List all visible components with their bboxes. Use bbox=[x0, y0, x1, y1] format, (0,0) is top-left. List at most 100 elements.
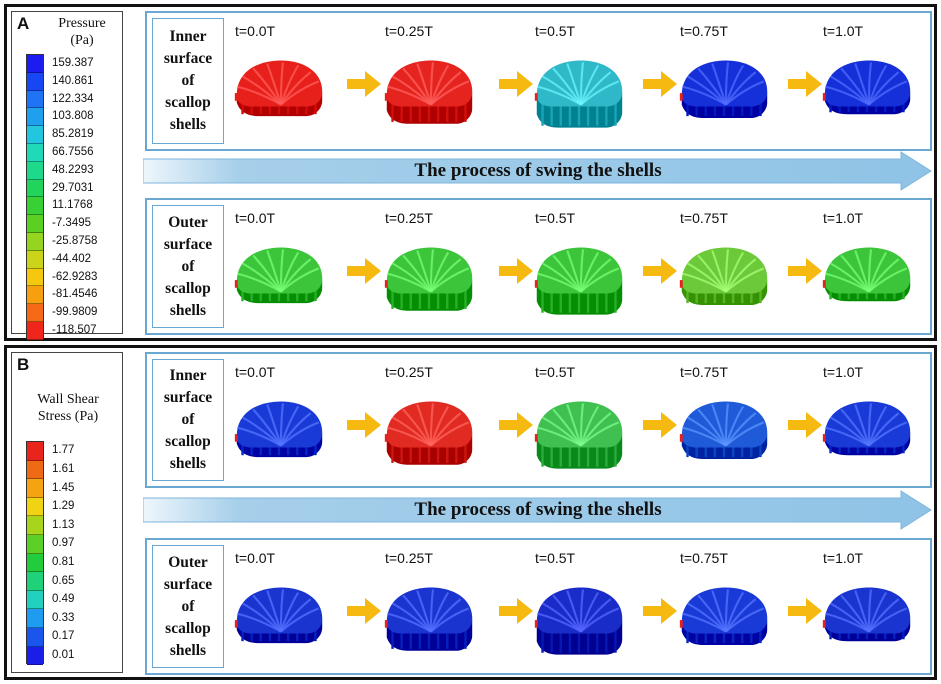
legend-color-segment bbox=[27, 161, 43, 180]
legend-tick-label: 85.2819 bbox=[52, 128, 94, 141]
process-arrow: The process of swing the shells bbox=[143, 151, 933, 191]
scallop-shell-render bbox=[531, 49, 627, 146]
time-label: t=1.0T bbox=[823, 550, 864, 566]
legend-color-segment bbox=[27, 321, 43, 340]
yellow-arrow-icon bbox=[347, 71, 381, 102]
time-label: t=0.75T bbox=[680, 210, 728, 226]
legend-color-segment bbox=[27, 627, 43, 647]
scallop-shell-render bbox=[676, 49, 772, 146]
time-label: t=0.5T bbox=[535, 210, 576, 226]
yellow-arrow-icon bbox=[347, 412, 381, 443]
legend-tick-label: 1.45 bbox=[52, 481, 75, 494]
scallop-shell-render bbox=[231, 576, 327, 673]
legend-tick-label: 140.861 bbox=[52, 74, 94, 87]
time-label: t=1.0T bbox=[823, 23, 864, 39]
legend-tick-label: 103.808 bbox=[52, 110, 94, 123]
legend-tick-label: -62.9283 bbox=[52, 270, 98, 283]
legend-tick-label: 1.77 bbox=[52, 444, 75, 457]
scallop-shell-render bbox=[231, 236, 327, 333]
legend-color-segment bbox=[27, 250, 43, 269]
row-label-line: scallop bbox=[165, 433, 211, 450]
pressure-color-scale bbox=[26, 54, 44, 340]
row-label-line: of bbox=[181, 411, 195, 428]
scallop-shell-render bbox=[381, 576, 477, 673]
yellow-arrow-icon bbox=[788, 258, 822, 289]
time-label: t=1.0T bbox=[823, 210, 864, 226]
scallop-shell-render bbox=[231, 49, 327, 146]
legend-color-segment bbox=[27, 442, 43, 461]
row-label-line: Inner bbox=[169, 367, 207, 384]
legend-color-segment bbox=[27, 55, 43, 73]
legend-tick-label: 1.29 bbox=[52, 500, 75, 513]
row-label-line: Outer bbox=[168, 213, 208, 231]
row-label-line: surface bbox=[163, 50, 213, 67]
row-label-line: shells bbox=[169, 116, 207, 133]
legend-tick-label: 29.7031 bbox=[52, 181, 94, 194]
time-label: t=0.75T bbox=[680, 550, 728, 566]
yellow-arrow-icon bbox=[643, 71, 677, 102]
legend-color-segment bbox=[27, 553, 43, 573]
legend-color-segment bbox=[27, 268, 43, 287]
scallop-shell-render bbox=[676, 236, 772, 333]
legend-tick-label: 0.65 bbox=[52, 574, 75, 587]
scallop-shell-render bbox=[676, 576, 772, 673]
process-arrow: The process of swing the shells bbox=[143, 490, 933, 530]
legend-tick-label: 0.81 bbox=[52, 555, 75, 568]
yellow-arrow-icon bbox=[643, 412, 677, 443]
row-label-line: shells bbox=[169, 641, 207, 659]
legend-tick-label: -118.507 bbox=[52, 323, 97, 336]
legend-tick-label: 48.2293 bbox=[52, 163, 94, 176]
legend-color-segment bbox=[27, 215, 43, 233]
legend-tick-label: 0.49 bbox=[52, 593, 75, 606]
legend-tick-label: 0.97 bbox=[52, 537, 75, 550]
scallop-shell-render bbox=[819, 49, 915, 146]
row-label-line: surface bbox=[163, 389, 213, 406]
scallop-shell-render bbox=[381, 236, 477, 333]
row-label-line: of bbox=[181, 597, 195, 615]
time-label: t=0.25T bbox=[385, 23, 433, 39]
yellow-arrow-icon bbox=[347, 598, 381, 629]
legend-color-segment bbox=[27, 286, 43, 305]
yellow-arrow-icon bbox=[499, 598, 533, 629]
yellow-arrow-icon bbox=[643, 258, 677, 289]
scallop-shell-render bbox=[531, 576, 627, 673]
legend-color-segment bbox=[27, 609, 43, 628]
time-label: t=0.0T bbox=[235, 210, 276, 226]
row-label-line: of bbox=[181, 72, 195, 89]
legend-color-segment bbox=[27, 232, 43, 251]
legend-tick-label: 122.334 bbox=[52, 92, 94, 105]
legend-color-segment bbox=[27, 497, 43, 517]
legend-title-line: Stress (Pa) bbox=[37, 409, 99, 424]
panel-letter: A bbox=[17, 14, 30, 33]
scallop-shell-render bbox=[381, 49, 477, 146]
time-label: t=0.5T bbox=[535, 23, 576, 39]
time-label: t=0.0T bbox=[235, 364, 276, 380]
scallop-shell-render bbox=[676, 390, 772, 487]
legend-color-segment bbox=[27, 534, 43, 554]
legend-title-line: Pressure bbox=[58, 16, 106, 31]
row-label-line: scallop bbox=[165, 279, 211, 297]
time-label: t=0.75T bbox=[680, 364, 728, 380]
time-label: t=0.75T bbox=[680, 23, 728, 39]
legend-tick-label: 66.7556 bbox=[52, 145, 94, 158]
scallop-shell-render bbox=[381, 390, 477, 487]
legend-color-segment bbox=[27, 179, 43, 198]
legend-tick-label: -44.402 bbox=[52, 252, 92, 265]
legend-tick-label: 0.33 bbox=[52, 611, 75, 624]
legend-title: Wall Shear Stress (Pa) bbox=[16, 391, 120, 425]
yellow-arrow-icon bbox=[643, 598, 677, 629]
legend-color-segment bbox=[27, 90, 43, 109]
scallop-shell-render bbox=[531, 390, 627, 487]
row-label-line: scallop bbox=[165, 619, 211, 637]
legend-color-segment bbox=[27, 479, 43, 498]
